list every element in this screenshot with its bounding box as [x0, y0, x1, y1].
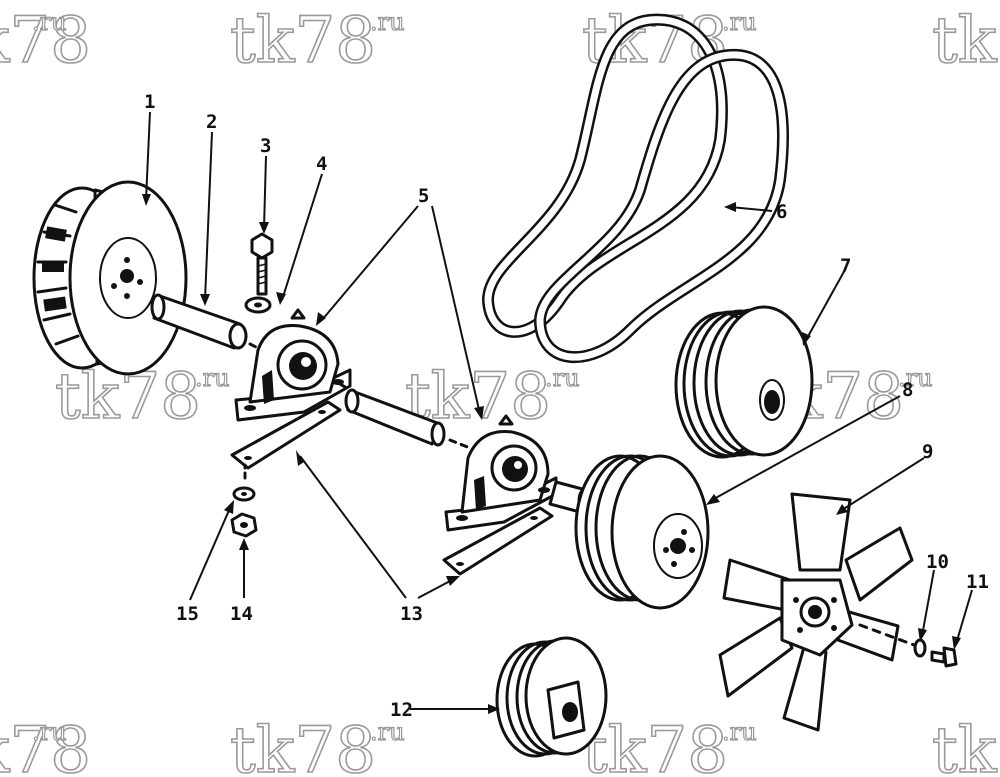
callout-13: 13	[400, 603, 423, 625]
v-belts	[482, 13, 789, 364]
fan-capscrew	[930, 646, 958, 668]
bearing-shim-right	[442, 506, 554, 576]
callout-5: 5	[418, 185, 429, 207]
watermark-top-center-left: tk78 .ru	[229, 3, 405, 79]
svg-text:tk78: tk78	[230, 714, 376, 777]
callout-3: 3	[260, 135, 271, 157]
callout-6: 6	[776, 201, 787, 223]
callout-4: 4	[316, 153, 327, 175]
callout-10: 10	[926, 551, 949, 573]
watermark-middle-left: tk78 .ru	[54, 359, 230, 435]
svg-text:.ru: .ru	[545, 364, 580, 392]
pillow-block-bearing-left	[234, 308, 352, 422]
callout-12: 12	[390, 699, 413, 721]
blower-wheel	[32, 180, 188, 376]
callout-14: 14	[230, 603, 253, 625]
svg-text:tk78: tk78	[0, 714, 91, 777]
callout-labels: 1 2 3 4 5 6 7 8 9 10 11 12 13 14 15	[144, 91, 989, 721]
watermark-layer: tk78 .ru tk78 .ru tk78 .ru tk78 tk78 .ru…	[0, 3, 1000, 777]
pillow-block-bearing-right	[444, 414, 558, 532]
callout-2: 2	[206, 111, 217, 133]
svg-text:tk78: tk78	[932, 4, 1000, 78]
svg-text:.ru: .ru	[32, 718, 67, 746]
svg-text:.ru: .ru	[722, 718, 757, 746]
watermark-bottom-center-right: tk78 .ru	[581, 713, 757, 777]
hex-nut	[230, 512, 258, 538]
svg-text:tk78: tk78	[582, 714, 728, 777]
svg-text:.ru: .ru	[370, 718, 405, 746]
callout-9: 9	[922, 441, 933, 463]
callout-11: 11	[966, 571, 989, 593]
watermark-top-right: tk78	[931, 3, 1000, 79]
svg-text:tk78: tk78	[55, 360, 201, 434]
svg-text:.ru: .ru	[32, 8, 67, 36]
svg-text:tk78: tk78	[405, 360, 551, 434]
svg-text:.ru: .ru	[898, 364, 933, 392]
callout-1: 1	[144, 91, 155, 113]
leader-lines	[142, 111, 973, 714]
svg-text:tk78: tk78	[0, 4, 91, 78]
cooling-fan	[718, 492, 916, 732]
drive-pulley	[574, 454, 710, 610]
washer-upper	[244, 296, 272, 314]
idler-pulley	[495, 636, 608, 758]
drive-shaft	[150, 293, 264, 352]
watermark-bottom-left: tk78 .ru	[0, 713, 92, 777]
callout-15: 15	[176, 603, 199, 625]
hex-bolt	[250, 232, 274, 296]
svg-text:tk78: tk78	[230, 4, 376, 78]
driven-pulley	[674, 305, 814, 459]
lower-washer	[232, 486, 256, 502]
watermark-middle-center: tk78 .ru	[404, 359, 580, 435]
callout-8: 8	[902, 379, 913, 401]
watermark-bottom-center-left: tk78 .ru	[229, 713, 405, 777]
svg-text:tk78: tk78	[932, 714, 1000, 777]
intermediate-shaft	[338, 382, 472, 450]
watermark-bottom-right: tk78	[931, 713, 1000, 777]
svg-text:.ru: .ru	[722, 8, 757, 36]
svg-text:.ru: .ru	[370, 8, 405, 36]
fan-washer	[913, 638, 927, 658]
bearing-shim-left	[230, 400, 342, 470]
svg-text:.ru: .ru	[195, 364, 230, 392]
watermark-top-left: tk78 .ru	[0, 3, 92, 79]
callout-7: 7	[840, 255, 851, 277]
